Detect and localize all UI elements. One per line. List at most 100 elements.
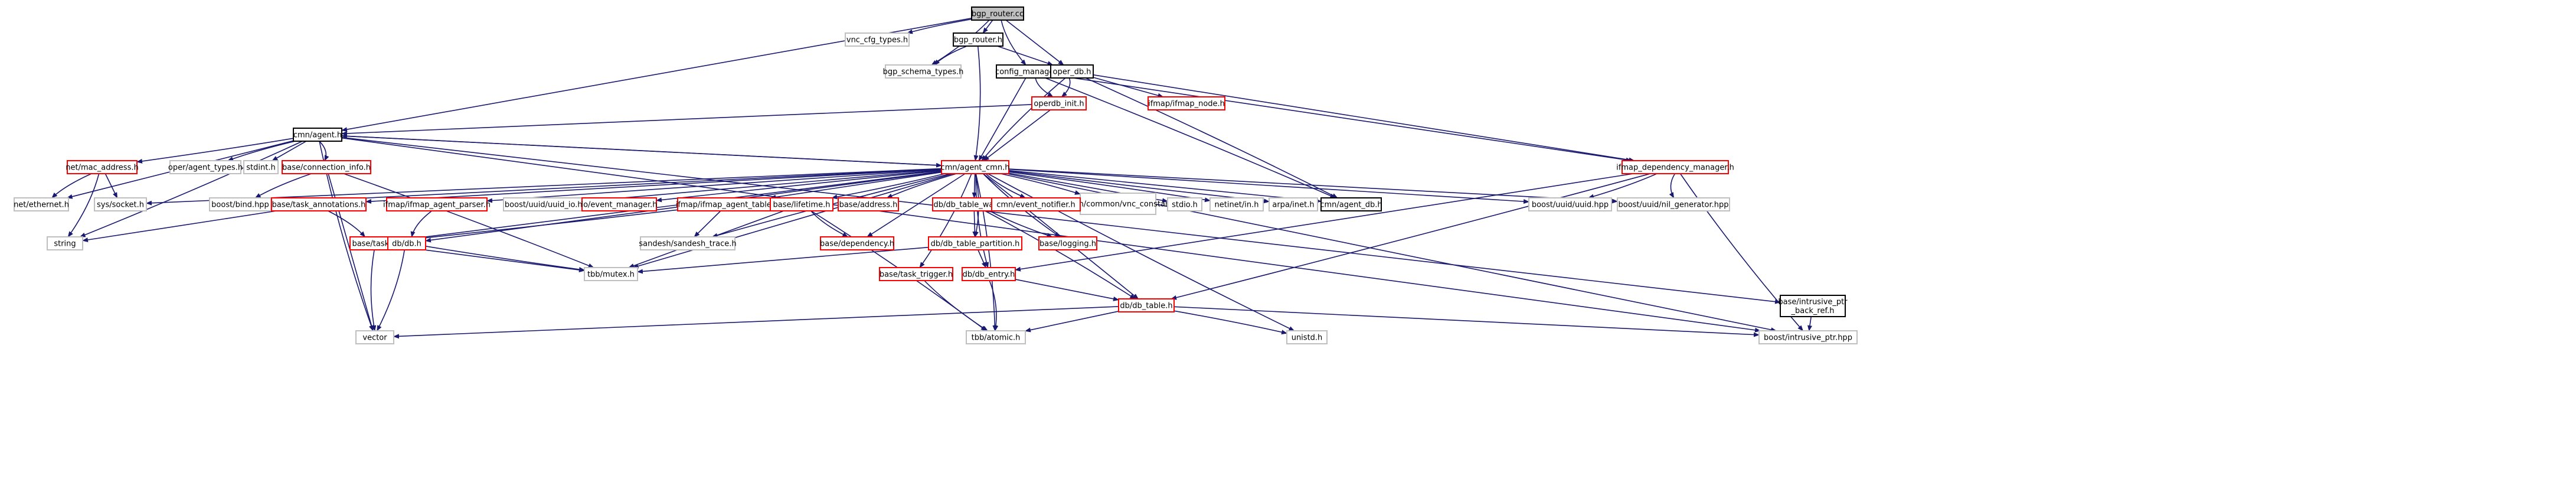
node-db-db[interactable]: db/db.h — [387, 236, 426, 250]
edge-db_entry-to-db_table — [1015, 279, 1119, 301]
edge-oper_db-to-cmn_agent_cmn — [981, 77, 1066, 161]
node-base-task-trigger[interactable]: base/task_trigger.h — [879, 267, 953, 281]
edge-cmn_agent_cmn-to-cmn_agent — [341, 133, 942, 166]
edge-db_table-to-boost_intrusive_ptr — [1173, 306, 1760, 337]
node-label: tbb/atomic.h — [972, 334, 1021, 343]
node-ifmap-node[interactable]: ifmap/ifmap_node.h — [1148, 96, 1225, 110]
node-bgp-router-cc[interactable]: bgp_router.cc — [971, 6, 1024, 21]
node-label: oper_db.h — [1053, 68, 1091, 77]
node-label: unistd.h — [1292, 334, 1323, 343]
edge-cmn_agent_cmn-to-base_address — [886, 173, 957, 198]
node-label: cmn/event_notifier.h — [996, 201, 1075, 210]
node-label: base/intrusive_ptr — [1778, 298, 1848, 307]
node-label: sandesh/sandesh_trace.h — [639, 240, 736, 249]
node-label: sys/socket.h — [97, 201, 144, 210]
edge-cmn_agent-to-oper_agent_types — [227, 141, 296, 161]
edge-bgp_router_h-to-cmn_agent_cmn — [973, 45, 981, 161]
node-db-table-partition[interactable]: db/db_table_partition.h — [928, 236, 1022, 250]
edge-base_connection_info-to-tbb_mutex — [344, 173, 594, 268]
node-config-manager[interactable]: config_manager.h — [995, 64, 1064, 79]
node-base-dependency[interactable]: base/dependency.h — [820, 236, 894, 250]
node-label: oper/agent_types.h — [168, 164, 243, 172]
node-label: config_manager.h — [995, 68, 1064, 77]
node-bgp-router-h[interactable]: bgp_router.h — [953, 32, 1003, 47]
node-net-mac-address[interactable]: net/mac_address.h — [66, 160, 139, 174]
edge-cmn_agent_cmn-to-netinet_in — [1008, 171, 1211, 203]
node-cmn-agent[interactable]: cmn/agent.h — [293, 128, 342, 142]
node-label: stdio.h — [1172, 201, 1198, 210]
node-base-task[interactable]: base/task.h — [349, 236, 399, 250]
node-label: db/db_entry.h — [963, 271, 1015, 279]
edge-cmn_agent_cmn-to-base_lifetime — [831, 173, 945, 200]
edge-cmn_agent_cmn-to-ifmap_agent_table — [770, 171, 942, 200]
node-operdb-init[interactable]: operdb_init.h — [1031, 96, 1087, 110]
edge-cmn_agent_cmn-to-base_task — [398, 171, 942, 242]
node-cmn-event-notifier[interactable]: cmn/event_notifier.h — [991, 197, 1081, 211]
node-label: bgp_router.cc — [972, 10, 1024, 19]
edge-base_task_annotations-to-string — [82, 210, 277, 242]
edge-cmn_agent_cmn-to-sandesh_vnc_constants — [1000, 173, 1081, 195]
node-base-intrusive-ptr-back-ref[interactable]: base/intrusive_ptr_back_ref.h — [1778, 295, 1848, 317]
edge-ifmap_dependency_manager-to-boost_nil_gen — [1669, 173, 1676, 198]
node-base-connection-info[interactable]: base/connection_info.h — [282, 160, 371, 174]
node-label: base/dependency.h — [820, 240, 894, 249]
edge-oper_db-to-cmn_agent_db — [1085, 77, 1338, 198]
node-label: cmn/agent.h — [293, 131, 342, 140]
node-db-entry[interactable]: db/db_entry.h — [962, 267, 1016, 281]
edge-cmn_agent_cmn-to-unistd — [988, 173, 1295, 331]
node-base-logging[interactable]: base/logging.h — [1038, 236, 1097, 250]
node-label: boost/uuid/uuid_io.hpp — [505, 201, 592, 210]
node-label: string — [54, 240, 76, 249]
node-label: base/connection_info.h — [282, 164, 371, 172]
edge-db_db-to-vector — [377, 249, 406, 331]
edge-db_table_partition-to-tbb_mutex — [637, 246, 929, 274]
node-label: vnc_cfg_types.h — [846, 36, 908, 45]
node-base-address[interactable]: base/address.h — [838, 197, 899, 211]
node-oper-db[interactable]: oper_db.h — [1050, 64, 1094, 79]
node-netinet-in: netinet/in.h — [1209, 197, 1264, 211]
node-label: boost/bind.hpp — [211, 201, 269, 210]
node-label: cmn/agent_db.h — [1320, 201, 1382, 210]
node-label: vector — [362, 334, 387, 343]
node-label: base/task.h — [352, 240, 396, 249]
edge-bgp_router_cc-to-config_manager — [1001, 19, 1027, 66]
edge-bgp_router_cc-to-vnc_cfg_types — [907, 18, 972, 34]
edge-base_intrusive_ptr_back_ref-to-boost_intrusive_ptr — [1807, 316, 1812, 331]
node-io-event-manager[interactable]: io/event_manager.h — [581, 197, 658, 211]
edge-base_task-to-vector — [370, 249, 377, 331]
edge-ifmap_agent_table-to-sandesh_trace — [694, 210, 721, 237]
node-db-table[interactable]: db/db_table.h — [1118, 298, 1175, 312]
node-ifmap-dependency-manager[interactable]: ifmap_dependency_manager.h — [1616, 160, 1734, 174]
edge-db_db-to-tbb_mutex — [425, 246, 585, 272]
node-label: base/task_trigger.h — [880, 271, 953, 279]
edge-cmn_agent-to-stdint — [272, 141, 307, 161]
edge-bgp_router_cc-to-bgp_router_h — [982, 19, 993, 34]
edge-oper_db-to-ifmap_node — [1093, 77, 1164, 98]
node-ifmap-agent-parser[interactable]: ifmap/ifmap_agent_parser.h — [383, 197, 491, 211]
node-ifmap-agent-table[interactable]: ifmap/ifmap_agent_table.h — [676, 197, 779, 211]
edge-cmn_agent_cmn-to-boost_nil_gen — [1008, 168, 1618, 204]
node-tbb-atomic: tbb/atomic.h — [966, 330, 1026, 344]
node-label: base/lifetime.h — [773, 201, 831, 210]
node-label: io/event_manager.h — [581, 201, 657, 210]
edge-db_table_walker-to-base_logging — [989, 210, 1053, 237]
edge-operdb_init-to-cmn_agent — [341, 104, 1032, 136]
edge-cmn_agent_cmn-to-base_task_trigger — [919, 173, 972, 268]
node-vector: vector — [355, 330, 394, 344]
node-cmn-agent-db[interactable]: cmn/agent_db.h — [1320, 197, 1382, 211]
edge-ifmap_dependency_manager-to-boost_uuid — [1588, 173, 1658, 199]
edge-cmn_agent-to-base_connection_info — [319, 141, 329, 161]
node-label: sandesh/common/vnc_constants.h — [1052, 200, 1185, 209]
edge-ifmap_dependency_manager-to-db_table — [1171, 173, 1651, 300]
edge-bgp_router_h-to-oper_db — [997, 45, 1054, 66]
node-base-lifetime[interactable]: base/lifetime.h — [770, 197, 833, 211]
edge-bgp_router_cc-to-oper_db — [1005, 19, 1064, 66]
node-base-task-annotations[interactable]: base/task_annotations.h — [271, 197, 367, 211]
edge-ifmap_agent_parser-to-db_db — [410, 210, 432, 237]
edge-ifmap_agent_table-to-base_task — [398, 209, 678, 243]
node-boost-uuid-io: boost/uuid/uuid_io.hpp — [503, 197, 594, 211]
edge-cmn_agent_cmn-to-io_event_manager — [656, 170, 942, 203]
node-label: operdb_init.h — [1034, 100, 1084, 109]
node-cmn-agent-cmn[interactable]: cmn/agent_cmn.h — [941, 160, 1010, 174]
